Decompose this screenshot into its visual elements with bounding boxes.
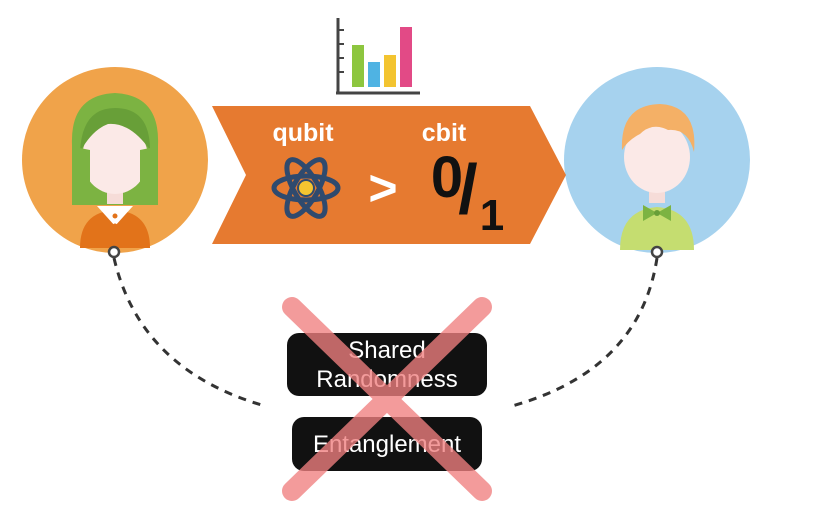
arrow-body [212, 106, 566, 244]
cross-out-mark [282, 297, 492, 501]
shared-randomness-line1: Shared [348, 337, 425, 364]
cbit-one: 1 [480, 191, 504, 240]
receiver-dashed-link [511, 257, 659, 408]
cbit-slash: / [458, 150, 477, 228]
sender-avatar [22, 67, 208, 259]
cbit-label: cbit [422, 119, 467, 147]
sender-dashed-link [112, 257, 266, 408]
receiver-anchor [650, 245, 664, 259]
boy-avatar-icon [620, 104, 695, 250]
cbit-zero: 0 [431, 145, 463, 210]
greater-than-symbol: > [368, 160, 397, 216]
girl-avatar-icon [71, 93, 159, 248]
qubit-label: qubit [272, 119, 334, 147]
sender-anchor [107, 245, 121, 259]
atom-icon [271, 157, 341, 219]
receiver-avatar [564, 67, 750, 259]
qubit-transmission-arrow: qubit cbit > 0 / 1 [212, 106, 566, 244]
bar-chart-icon [336, 18, 420, 95]
